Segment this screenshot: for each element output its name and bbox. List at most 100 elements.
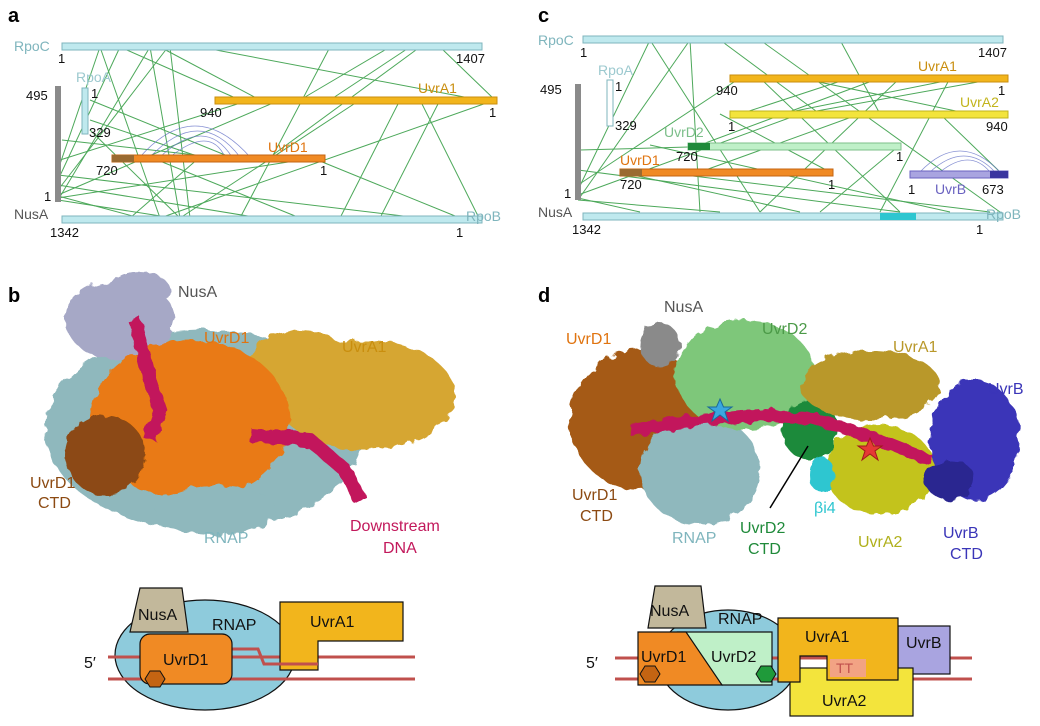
d-label-uvrd2-ctd-1: UvrD2: [740, 520, 785, 537]
cd-label-uvra2: UvrA2: [822, 693, 867, 710]
c-uvra1-end: 1: [998, 83, 1005, 98]
d-label-uvrd1-ctd-1: UvrD1: [572, 487, 617, 504]
rpoa-start: 1: [91, 86, 98, 101]
nusa-bottom: 1: [44, 189, 51, 204]
rpob-end: 1: [456, 225, 463, 240]
c-rpoa-end: 329: [615, 118, 637, 133]
c-uvra2-bar: [729, 110, 1009, 119]
c-uvrb-end: 673: [982, 182, 1004, 197]
d-label-uvrd2: UvrD2: [762, 321, 807, 338]
c-uvra1-start: 940: [716, 83, 738, 98]
d-label-uvrb-ctd-1: UvrB: [943, 525, 979, 542]
cb-label-uvra1: UvrA1: [310, 614, 355, 631]
uvrd1-end: 1: [320, 163, 327, 178]
rpoc-start: 1: [58, 51, 65, 66]
c-uvrd1-start: 720: [620, 177, 642, 192]
c-rpob-bi4-segment: [880, 213, 916, 220]
rpob-bar: [61, 215, 483, 224]
d-label-uvrd2-ctd-2: CTD: [748, 541, 781, 558]
c-uvrd1-bar: [619, 168, 834, 177]
panel-a-arcs: [139, 125, 251, 158]
cb-label-5prime: 5′: [84, 655, 96, 672]
uvra1-start: 940: [200, 105, 222, 120]
cd-uvra1-shape: [777, 617, 899, 683]
label-rpob: RpoB: [466, 208, 501, 224]
c-uvrd2-start: 720: [676, 149, 698, 164]
d-label-uvrd1: UvrD1: [566, 331, 611, 348]
cd-label-uvrb: UvrB: [906, 635, 942, 652]
c-rpob-end: 1: [976, 222, 983, 237]
uvrd1-ctd-segment: [112, 155, 134, 162]
rpoc-bar: [61, 42, 483, 51]
c-label-uvrd1: UvrD1: [620, 152, 660, 168]
cd-label-5prime: 5′: [586, 655, 598, 672]
b-label-uvra1: UvrA1: [342, 339, 387, 356]
cb-label-uvrd1: UvrD1: [163, 652, 208, 669]
cb-dna-bend: [230, 647, 318, 666]
rpoa-bar: [81, 87, 89, 135]
c-uvrb-ctd-segment: [990, 171, 1008, 178]
c-uvrd2-bar: [687, 142, 902, 151]
nusa-top: 495: [26, 88, 48, 103]
c-rpoa-start: 1: [615, 79, 622, 94]
c-label-rpob: RpoB: [986, 206, 1021, 222]
d-red-star-icon: [856, 436, 884, 462]
cd-label-rnap: RNAP: [718, 611, 762, 628]
panel-letter-d: d: [538, 285, 550, 307]
b-label-nusa: NusA: [178, 284, 217, 301]
c-label-rpoa: RpoA: [598, 62, 634, 78]
c-label-uvrd2: UvrD2: [664, 124, 704, 140]
c-label-uvra1: UvrA1: [918, 58, 957, 74]
c-label-nusa: NusA: [538, 204, 573, 220]
d-label-uvra2: UvrA2: [858, 534, 903, 551]
c-rpoc-end: 1407: [978, 45, 1007, 60]
uvrd1-bar: [111, 154, 326, 163]
panel-b-structure: [45, 272, 455, 535]
b-label-uvrd1-ctd-1: UvrD1: [30, 475, 75, 492]
label-rpoc: RpoC: [14, 38, 50, 54]
c-nusa-bottom: 1: [564, 186, 571, 201]
cb-uvra1-shape: [279, 601, 404, 671]
cb-label-rnap: RNAP: [212, 617, 256, 634]
cd-tt-box: [830, 659, 866, 677]
panel-letter-c: c: [538, 5, 549, 27]
c-label-rpoc: RpoC: [538, 32, 574, 48]
panel-c-crosslinks: [577, 39, 1001, 213]
label-rpoa: RpoA: [76, 69, 112, 85]
panel-a-crosslinks: [57, 46, 496, 221]
d-label-uvrd1-ctd-2: CTD: [580, 508, 613, 525]
b-label-uvrd1: UvrD1: [204, 330, 249, 347]
label-nusa: NusA: [14, 206, 49, 222]
b-label-dna-1: Downstream: [350, 518, 440, 535]
c-nusa-top: 495: [540, 82, 562, 97]
c-uvra2-end: 940: [986, 119, 1008, 134]
b-label-uvrd1-ctd-2: CTD: [38, 495, 71, 512]
uvrd1-start: 720: [96, 163, 118, 178]
b-label-rnap: RNAP: [204, 530, 248, 547]
panel-letter-b: b: [8, 285, 20, 307]
rpoa-end: 329: [89, 125, 111, 140]
d-blue-star-icon: [706, 397, 734, 423]
cartoon-b: NusA RNAP UvrA1 UvrD1 5′: [84, 587, 415, 711]
cd-label-uvrd2: UvrD2: [711, 649, 756, 666]
c-label-uvrb: UvrB: [935, 181, 966, 197]
rpoc-end: 1407: [456, 51, 485, 66]
cd-hexagon-orange-icon: [639, 665, 661, 683]
cartoon-d: NusA RNAP UvrA1 UvrB UvrD1 UvrD2 UvrA2 T…: [586, 585, 972, 717]
label-uvrd1: UvrD1: [268, 139, 308, 155]
label-uvra1: UvrA1: [418, 80, 457, 96]
uvra1-bar: [214, 96, 498, 105]
c-rpoa-bar: [606, 79, 614, 127]
c-rpoc-bar: [582, 35, 1004, 44]
cd-label-tt: TT: [836, 660, 854, 676]
d-label-uvrb-ctd-2: CTD: [950, 546, 983, 563]
d-uvrd2-ctd-pointer: [769, 445, 809, 509]
c-uvrd1-end: 1: [828, 177, 835, 192]
d-label-uvra1: UvrA1: [893, 339, 938, 356]
panel-d-structure: [570, 320, 1020, 525]
c-uvrd2-end: 1: [896, 149, 903, 164]
cd-hexagon-green-icon: [755, 665, 777, 683]
rpob-start: 1342: [50, 225, 79, 240]
cd-label-nusa: NusA: [650, 603, 689, 620]
cb-hexagon-icon: [144, 670, 166, 688]
